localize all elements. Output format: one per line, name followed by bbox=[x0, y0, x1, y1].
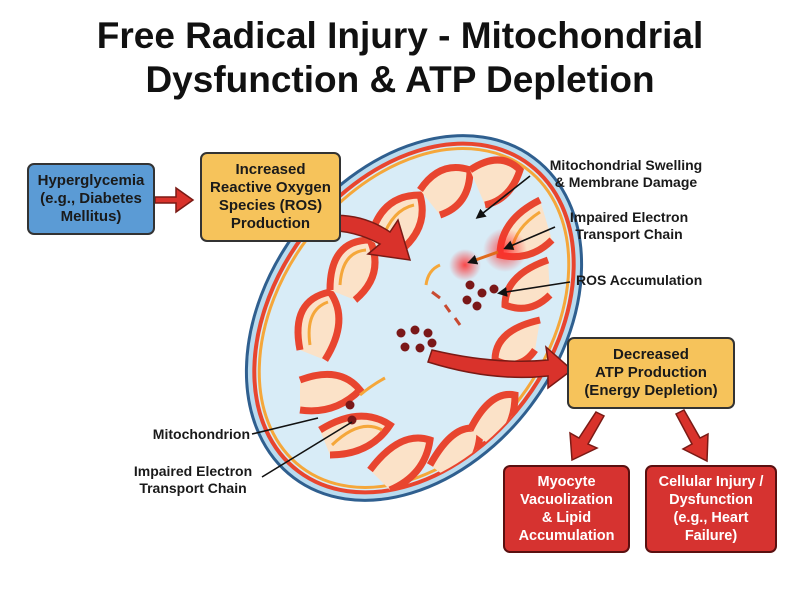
ros-dot bbox=[465, 280, 475, 290]
label-text: Impaired Electron bbox=[569, 209, 689, 225]
label-mitochondrion: Mitochondrion bbox=[110, 426, 250, 443]
callout-mitochondrion bbox=[251, 417, 319, 435]
title-line-1: Free Radical Injury - Mitochondrial bbox=[96, 15, 704, 56]
box-text: Species (ROS) bbox=[218, 197, 323, 214]
box-text: Hyperglycemia bbox=[37, 172, 145, 189]
label-text: Impaired Electron bbox=[133, 463, 253, 479]
box-text: (e.g., Heart bbox=[673, 510, 749, 526]
box-text: Production bbox=[230, 215, 311, 232]
ros-dot bbox=[396, 328, 406, 338]
callout-etc-bottom bbox=[261, 421, 353, 478]
ros-dot bbox=[472, 301, 482, 311]
box-text: Accumulation bbox=[518, 528, 615, 544]
ros-dot bbox=[423, 328, 433, 338]
label-text: & Membrane Damage bbox=[554, 174, 698, 190]
ros-dot bbox=[347, 415, 357, 425]
box-text: Increased bbox=[235, 161, 306, 178]
electron-flow-arrow bbox=[424, 263, 441, 286]
electron-flow-arrow bbox=[467, 250, 499, 265]
myocyte-vacuolization-box: Myocyte Vacuolization & Lipid Accumulati… bbox=[503, 465, 630, 553]
page-title: Free Radical Injury - Mitochondrial Dysf… bbox=[0, 14, 800, 102]
box-text: Cellular Injury / bbox=[658, 474, 764, 490]
ros-dot bbox=[410, 325, 420, 335]
box-text: Vacuolization bbox=[520, 492, 613, 508]
cellular-injury-box: Cellular Injury / Dysfunction (e.g., Hea… bbox=[645, 465, 777, 553]
callout-lines bbox=[251, 175, 571, 478]
atp-depletion-box: Decreased ATP Production (Energy Depleti… bbox=[567, 337, 735, 409]
arrow-atp-to-myocyte bbox=[569, 411, 606, 462]
label-text: Transport Chain bbox=[575, 226, 683, 242]
ros-dot bbox=[462, 295, 472, 305]
box-text: (Energy Depletion) bbox=[584, 382, 718, 399]
ros-dot bbox=[477, 288, 487, 298]
label-text: Transport Chain bbox=[139, 480, 247, 496]
box-text: Failure) bbox=[684, 528, 738, 544]
arrow-hyperglycemia-to-ros bbox=[154, 186, 195, 214]
box-text: Mellitus) bbox=[60, 208, 122, 225]
electron-flow-arrow bbox=[359, 376, 386, 397]
arrow-atp-to-cellular-injury bbox=[674, 409, 709, 463]
label-ros-accumulation: ROS Accumulation bbox=[576, 272, 702, 289]
box-text: Decreased bbox=[613, 346, 689, 363]
ros-dot bbox=[415, 343, 425, 353]
label-text: Mitochondrion bbox=[152, 426, 250, 442]
box-text: ATP Production bbox=[595, 364, 707, 381]
hyperglycemia-box: Hyperglycemia (e.g., Diabetes Mellitus) bbox=[27, 163, 155, 235]
arrow-mitochondrion-to-atp bbox=[427, 345, 574, 390]
mitochondrion-body bbox=[244, 134, 584, 502]
title-line-2: Dysfunction & ATP Depletion bbox=[145, 59, 655, 100]
box-text: (e.g., Diabetes bbox=[40, 190, 142, 207]
box-text: Reactive Oxygen bbox=[210, 179, 331, 196]
electron-dash-icon bbox=[431, 290, 462, 326]
callout-ros-accumulation bbox=[497, 281, 571, 297]
label-text: Mitochondrial Swelling bbox=[549, 157, 703, 173]
ros-dot bbox=[345, 400, 355, 410]
ros-dot bbox=[427, 338, 437, 348]
label-mitochondrial-swelling: Mitochondrial Swelling & Membrane Damage bbox=[532, 157, 720, 191]
box-text: Myocyte bbox=[537, 474, 596, 490]
ros-production-box: Increased Reactive Oxygen Species (ROS) … bbox=[200, 152, 341, 242]
label-impaired-etc-top: Impaired Electron Transport Chain bbox=[555, 209, 703, 243]
damage-glow bbox=[483, 228, 527, 272]
damage-glow bbox=[449, 249, 481, 281]
callout-etc-top bbox=[503, 226, 556, 250]
ros-dots bbox=[345, 280, 499, 425]
box-text: & Lipid bbox=[541, 510, 592, 526]
box-text: Dysfunction bbox=[669, 492, 753, 508]
callout-swelling bbox=[475, 175, 531, 219]
label-text: ROS Accumulation bbox=[576, 272, 703, 288]
ros-dot bbox=[400, 342, 410, 352]
ros-dot bbox=[489, 284, 499, 294]
label-impaired-etc-bottom: Impaired Electron Transport Chain bbox=[118, 463, 268, 497]
